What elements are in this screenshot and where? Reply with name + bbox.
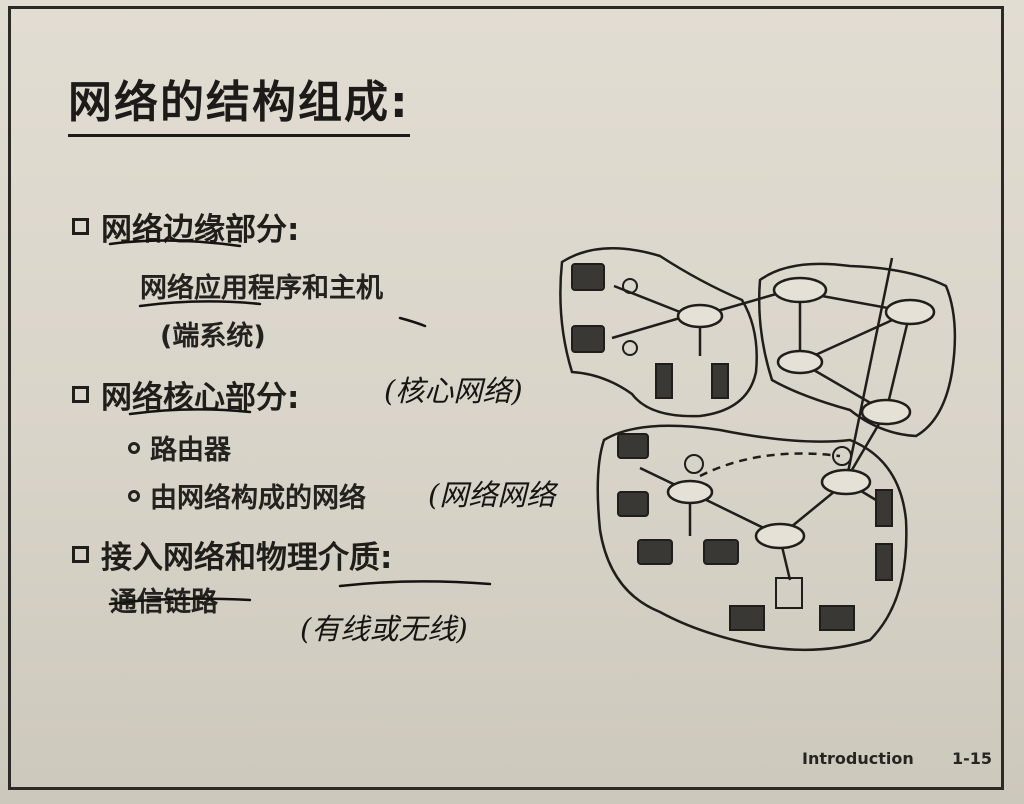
host-computer-icon	[571, 263, 605, 291]
satellite-dish-icon	[684, 454, 704, 474]
telephone-icon	[622, 340, 638, 356]
circle-bullet-icon	[128, 441, 140, 454]
footer-page-number: 1-15	[952, 749, 993, 768]
access-label: 接入网络和物理介质:	[101, 540, 393, 576]
router-icon	[754, 522, 806, 550]
edge-detail: 网络应用程序和主机	[140, 273, 383, 304]
host-computer-icon	[637, 539, 673, 565]
slide-frame	[8, 6, 1004, 790]
access-network-cloud	[596, 424, 908, 652]
router-icon	[884, 298, 936, 326]
server-icon	[875, 543, 893, 581]
footer-section: Introduction	[802, 749, 914, 768]
host-computer-icon	[617, 433, 649, 459]
core-network-cloud	[757, 262, 957, 438]
server-icon	[655, 363, 673, 399]
core-subitem-label: 由网络构成的网络	[150, 483, 366, 514]
router-icon	[676, 303, 724, 329]
router-icon	[860, 398, 912, 426]
access-handwritten-note: (有线或无线)	[300, 612, 468, 646]
host-computer-icon	[703, 539, 739, 565]
laptop-icon	[729, 605, 765, 631]
router-icon	[666, 479, 714, 505]
router-icon	[776, 349, 824, 375]
telephone-icon	[622, 278, 638, 294]
host-computer-icon	[571, 325, 605, 353]
base-station-icon	[775, 577, 803, 609]
server-icon	[875, 489, 893, 527]
checkbox-bullet-icon	[72, 386, 89, 403]
slide-title: 网络的结构组成:	[68, 66, 410, 137]
circle-bullet-icon	[128, 489, 140, 502]
host-computer-icon	[617, 491, 649, 517]
checkbox-bullet-icon	[72, 218, 89, 235]
router-icon	[772, 276, 828, 304]
router-icon	[820, 468, 872, 496]
core-subitem-label: 路由器	[150, 435, 231, 466]
core-subitem-network-of-networks: 由网络构成的网络	[128, 476, 366, 515]
access-item: 接入网络和物理介质:	[72, 532, 392, 577]
checkbox-bullet-icon	[72, 546, 89, 563]
core-subitem-router: 路由器	[128, 428, 231, 467]
server-icon	[711, 363, 729, 399]
edge-network-cloud	[559, 247, 758, 418]
core-subitem-handwritten-note: (网络网络	[428, 478, 556, 512]
laptop-icon	[819, 605, 855, 631]
core-handwritten-note: (核心网络)	[384, 374, 523, 408]
satellite-dish-icon	[832, 446, 852, 466]
edge-detail-2: (端系统)	[160, 321, 266, 352]
